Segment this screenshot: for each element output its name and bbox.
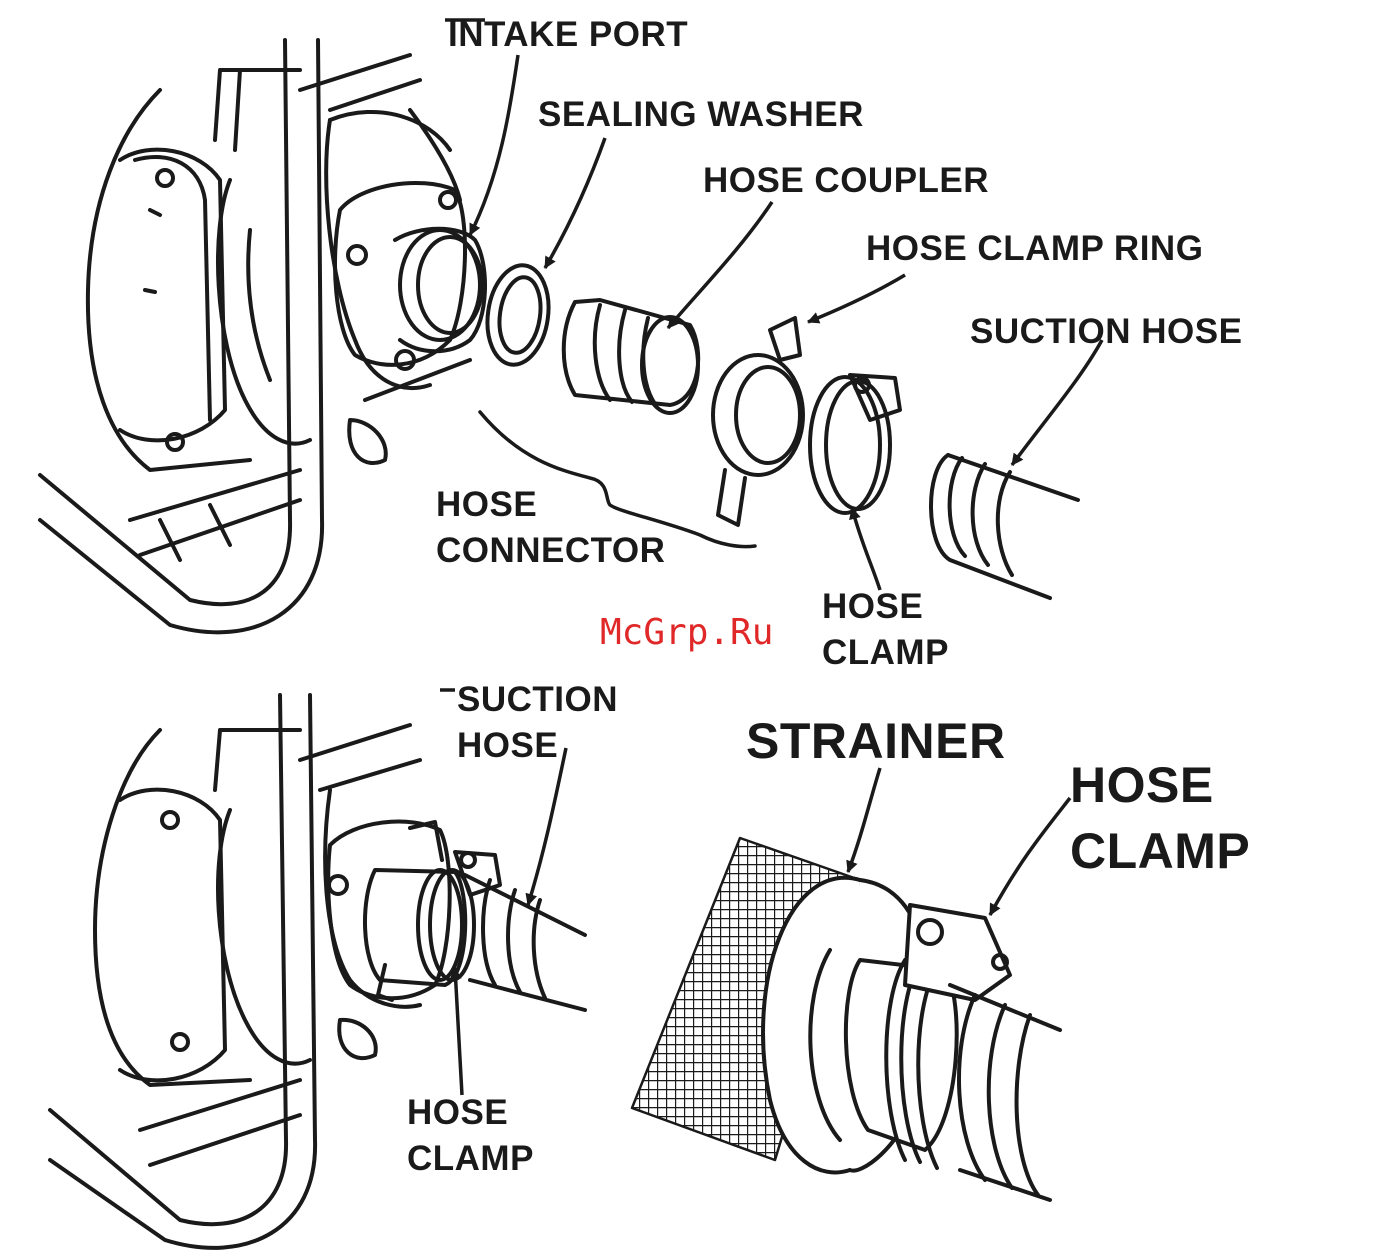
leader-hose-clamp-strainer (990, 798, 1070, 915)
label-sealing-washer: SEALING WASHER (538, 92, 864, 138)
strainer-suction-hose (950, 985, 1060, 1200)
leader-hose-clamp-bottom (455, 968, 462, 1095)
label-suction-hose-bottom-line1: SUCTION (457, 677, 618, 723)
leader-strainer (848, 768, 880, 872)
label-intake-port: INTAKE PORT (448, 12, 688, 58)
suction-hose-top (931, 455, 1078, 598)
label-hose-connector-line1: HOSE (436, 482, 665, 528)
label-suction-hose-top: SUCTION HOSE (970, 309, 1242, 355)
label-hose-clamp-top: HOSE CLAMP (822, 584, 949, 676)
label-hose-coupler: HOSE COUPLER (703, 158, 989, 204)
label-hose-clamp-ring: HOSE CLAMP RING (866, 226, 1203, 272)
leader-suction-hose-top (1012, 340, 1102, 465)
watermark: McGrp.Ru (600, 612, 773, 653)
label-hose-clamp-bottom-line2: CLAMP (407, 1136, 534, 1182)
label-hose-connector-line2: CONNECTOR (436, 528, 665, 574)
label-strainer: STRAINER (746, 708, 1006, 774)
leader-hose-clamp-top (852, 508, 880, 590)
leader-hose-coupler (668, 202, 772, 328)
label-suction-hose-bottom-line2: HOSE (457, 723, 618, 769)
pump-housing-top (40, 40, 460, 632)
hose-clamp-top (810, 375, 900, 513)
strainer-view (632, 838, 1060, 1200)
label-hose-clamp-strainer-line2: CLAMP (1070, 818, 1250, 884)
leader-suction-hose-bottom (528, 748, 566, 905)
leader-hose-clamp-ring (808, 275, 905, 322)
label-hose-clamp-strainer-line1: HOSE (1070, 752, 1250, 818)
label-hose-connector: HOSE CONNECTOR (436, 482, 665, 574)
label-hose-clamp-strainer: HOSE CLAMP (1070, 752, 1250, 884)
label-hose-clamp-top-line2: CLAMP (822, 630, 949, 676)
label-hose-clamp-top-line1: HOSE (822, 584, 949, 630)
label-suction-hose-bottom: SUCTION HOSE (457, 677, 618, 769)
intake-port (335, 183, 485, 463)
label-hose-clamp-bottom-line1: HOSE (407, 1090, 534, 1136)
hose-clamp-ring (713, 318, 803, 525)
sealing-washer (481, 261, 554, 368)
leader-sealing-washer (545, 138, 605, 268)
leader-intake-port (470, 55, 518, 235)
label-hose-clamp-bottom: HOSE CLAMP (407, 1090, 534, 1182)
